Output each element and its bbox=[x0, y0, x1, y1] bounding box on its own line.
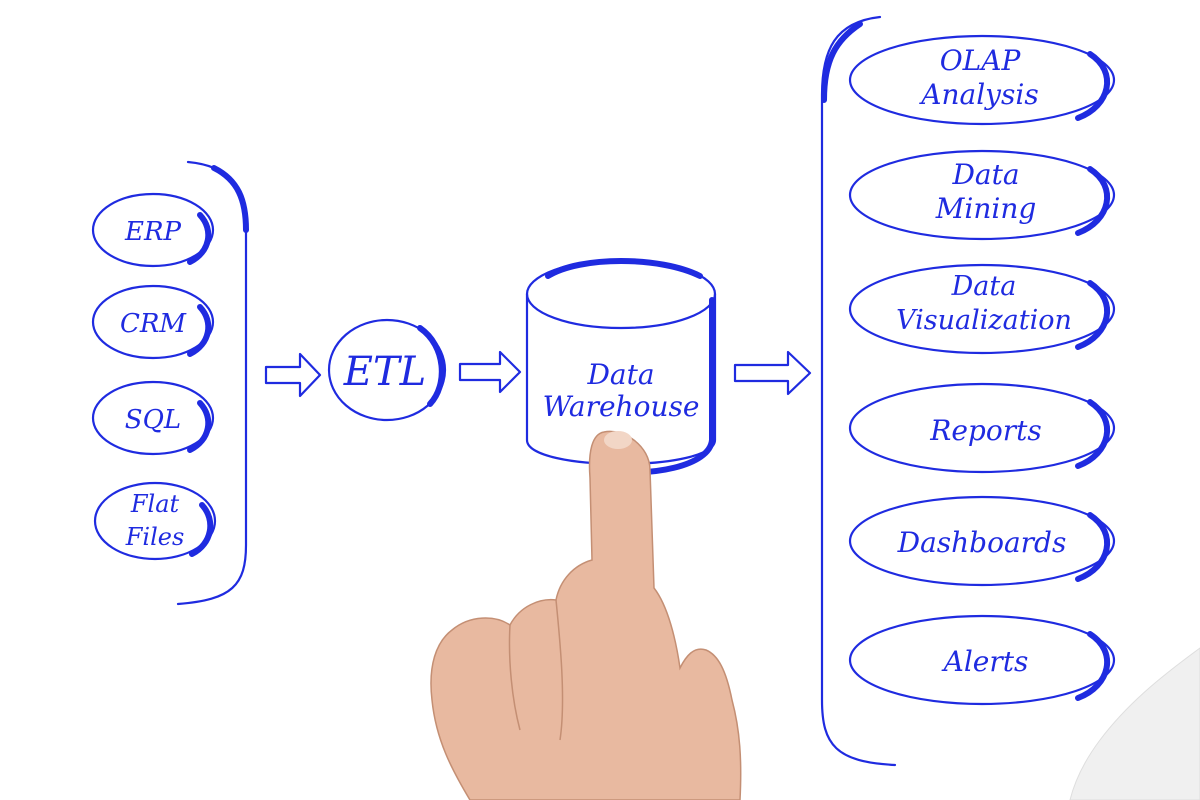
output-data-mining: Data Mining bbox=[848, 149, 1116, 241]
outputs-bracket bbox=[820, 15, 897, 767]
arrow-etl-to-warehouse bbox=[458, 350, 522, 394]
output-alerts: Alerts bbox=[848, 614, 1116, 706]
arrow-warehouse-to-outputs bbox=[733, 350, 812, 396]
source-crm: CRM bbox=[91, 284, 215, 360]
output-data-visualization: Data Visualization bbox=[848, 263, 1116, 355]
source-label: ERP bbox=[124, 217, 182, 247]
source-label: SQL bbox=[125, 405, 181, 435]
outputs-bracket-accent bbox=[821, 21, 863, 103]
output-label: Dashboards bbox=[897, 526, 1067, 559]
warehouse-label-line2: Warehouse bbox=[543, 390, 700, 423]
warehouse-label-line1: Data bbox=[586, 358, 654, 391]
output-label: Reports bbox=[929, 414, 1041, 447]
data-warehouse-cylinder: Data Warehouse bbox=[525, 258, 717, 476]
output-label-line2: Mining bbox=[935, 192, 1037, 225]
output-label-line2: Analysis bbox=[918, 78, 1038, 111]
pointing-hand-icon bbox=[430, 430, 742, 800]
output-label-line2: Visualization bbox=[896, 305, 1072, 336]
source-flat-files: Flat Files bbox=[93, 481, 217, 561]
source-label-line2: Files bbox=[125, 523, 185, 551]
source-sql: SQL bbox=[91, 380, 215, 456]
output-label: Alerts bbox=[941, 645, 1029, 678]
sleeve-shape bbox=[1069, 647, 1200, 800]
output-label-line1: Data bbox=[951, 271, 1017, 302]
source-label: CRM bbox=[120, 309, 187, 339]
source-label-line1: Flat bbox=[130, 490, 180, 518]
sources-bracket-accent bbox=[211, 165, 249, 233]
output-label-line1: Data bbox=[951, 158, 1019, 191]
arrow-sources-to-etl bbox=[264, 352, 322, 398]
fingernail bbox=[604, 431, 632, 449]
etl-label: ETL bbox=[343, 349, 426, 395]
output-dashboards: Dashboards bbox=[848, 495, 1116, 587]
etl-node: ETL bbox=[327, 318, 447, 422]
source-erp: ERP bbox=[91, 192, 215, 268]
output-olap-analysis: OLAP Analysis bbox=[848, 34, 1116, 126]
output-label-line1: OLAP bbox=[940, 44, 1022, 77]
output-reports: Reports bbox=[848, 382, 1116, 474]
